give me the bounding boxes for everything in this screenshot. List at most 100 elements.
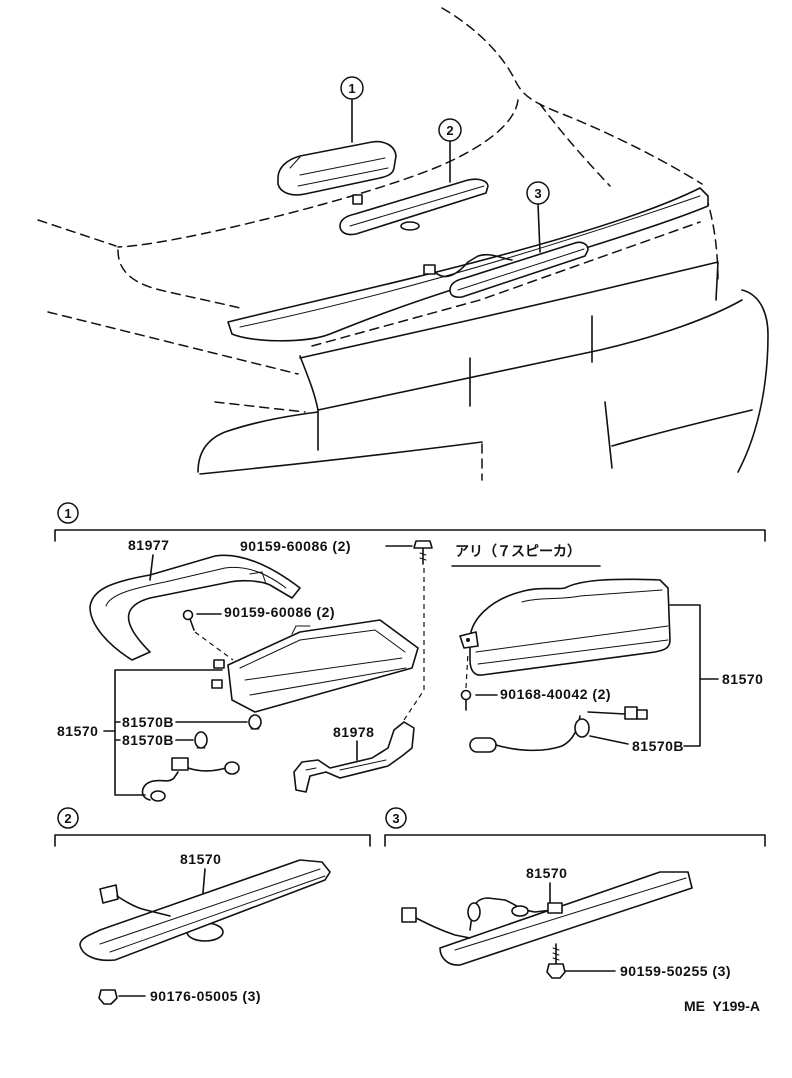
label-socket-right: 81570B bbox=[632, 738, 684, 754]
lamp-bracket bbox=[293, 721, 415, 793]
lamp-housing-right bbox=[459, 578, 671, 676]
lamp-housing-left bbox=[211, 619, 419, 713]
section-2-lamp-lens-upper bbox=[99, 868, 321, 945]
screw-upper-head bbox=[413, 540, 433, 549]
screw-lower bbox=[182, 609, 195, 631]
bolt-head-icon bbox=[546, 963, 566, 979]
c-pillar-line bbox=[539, 103, 611, 187]
section-2-harness bbox=[116, 895, 171, 917]
callout-number-2: 2 bbox=[446, 123, 453, 138]
section-2-circle bbox=[57, 807, 79, 829]
section-3-circle bbox=[385, 807, 407, 829]
lamp-housing-left-rib bbox=[291, 625, 311, 635]
bulb-left-lower bbox=[194, 731, 208, 749]
label-socket-left-upper: 81570B bbox=[122, 714, 174, 730]
lamp-type-3-lens-line bbox=[457, 248, 585, 291]
lamp-type-3-harness bbox=[434, 253, 513, 278]
section-3-bolt bbox=[546, 943, 566, 979]
lamp-housing-left-rim bbox=[239, 629, 406, 669]
lamp-type-1-housing bbox=[277, 140, 397, 196]
harness-right-connector-b bbox=[636, 709, 648, 720]
section-3-frame bbox=[384, 834, 766, 847]
overview-lamp-type-1 bbox=[277, 140, 397, 205]
section-2-lamp-lens-lower bbox=[109, 875, 326, 953]
harness-right-connector-a bbox=[624, 706, 638, 720]
screw-upper bbox=[413, 540, 433, 565]
harness-left-socket-2 bbox=[150, 790, 166, 802]
screw-right-install-line bbox=[465, 651, 469, 689]
label-lamp-assy-right: 81570 bbox=[722, 671, 763, 687]
label-section-2-lamp-assy: 81570 bbox=[180, 851, 221, 867]
harness-right-socket bbox=[574, 718, 590, 738]
lamp-type-1-lens-upper bbox=[299, 157, 386, 176]
label-cover: 81977 bbox=[128, 537, 169, 553]
lamp-type-1-lens-lower bbox=[297, 167, 389, 187]
rear-bumper-corner bbox=[737, 289, 769, 473]
screw-upper-thread bbox=[419, 552, 427, 561]
trunk-left-edge bbox=[299, 355, 319, 451]
harness-left-connector bbox=[171, 757, 189, 771]
section-1-circle bbox=[57, 502, 79, 524]
bulb-left-lower-glass bbox=[194, 731, 208, 749]
overview-lamp-type-2 bbox=[339, 178, 489, 236]
leader-socket-right bbox=[589, 735, 629, 745]
section-3-lamp-assy bbox=[401, 871, 693, 966]
section-3: 3 81570 90159-50255 (3) bbox=[384, 807, 766, 979]
trunk-panel-top-edge bbox=[299, 261, 719, 359]
bracket-lamp-assy-right bbox=[669, 604, 701, 747]
lamp-type-1-clip bbox=[352, 194, 363, 205]
label-lamp-assy-left: 81570 bbox=[57, 723, 98, 739]
bulb-right-glass bbox=[469, 737, 497, 753]
label-screw-lower: 90159-60086 (2) bbox=[224, 604, 335, 620]
section-2-lamp-assy bbox=[79, 859, 331, 962]
harness-left-wire bbox=[141, 767, 227, 801]
screw-upper-install-line bbox=[403, 568, 425, 721]
leader-cover bbox=[149, 554, 154, 581]
variant-note: アリ（７スピーカ） bbox=[455, 544, 581, 560]
bulb-left-upper bbox=[248, 714, 262, 730]
callout-number-1: 1 bbox=[348, 81, 355, 96]
harness-right-wire bbox=[495, 711, 626, 752]
bulb-left-upper-glass bbox=[248, 714, 262, 730]
screw-lower-head bbox=[182, 609, 194, 621]
section-3-socket-b bbox=[511, 905, 529, 917]
lamp-cover-inner-edge bbox=[105, 566, 287, 607]
right-quarter-line bbox=[705, 195, 719, 283]
section-3-number: 3 bbox=[392, 811, 399, 826]
screw-lower-shaft bbox=[189, 618, 195, 631]
section-2-connector bbox=[99, 884, 119, 904]
section-1-number: 1 bbox=[64, 506, 71, 521]
vehicle-rear-outline bbox=[37, 7, 769, 481]
lamp-housing-right-body bbox=[469, 578, 671, 676]
screw-lower-install-line bbox=[194, 631, 234, 661]
rear-bumper-top bbox=[197, 411, 319, 473]
lamp-cover-tab bbox=[249, 571, 267, 585]
label-section-2-nut: 90176-05005 (3) bbox=[150, 988, 261, 1004]
section-3-lamp-lens-line bbox=[454, 877, 687, 951]
quarter-panel-line bbox=[47, 311, 299, 375]
label-screw-right: 90168-40042 (2) bbox=[500, 686, 611, 702]
lamp-type-3-connector bbox=[423, 264, 436, 275]
bracket-lamp-assy-left bbox=[114, 669, 223, 796]
harness-right bbox=[469, 706, 648, 753]
section-2: 2 81570 90176-05005 (3) bbox=[54, 807, 371, 1005]
rear-bumper-bottom bbox=[199, 441, 483, 475]
lamp-housing-right-lens-lower bbox=[477, 639, 669, 665]
lamp-type-1-rim bbox=[289, 156, 301, 169]
label-bracket: 81978 bbox=[333, 724, 374, 740]
screw-right-head bbox=[460, 689, 472, 701]
lamp-housing-left-lens-upper bbox=[244, 657, 403, 681]
overview-lamp-type-3 bbox=[423, 241, 589, 299]
trunk-lid-left-edge bbox=[117, 249, 241, 309]
section-2-lamp-bar bbox=[79, 859, 331, 962]
lamp-housing-right-top-line bbox=[521, 589, 663, 603]
section-2-frame bbox=[54, 834, 371, 847]
lamp-housing-left-tab-upper bbox=[213, 659, 225, 669]
label-socket-left-lower: 81570B bbox=[122, 732, 174, 748]
lamp-housing-right-lens-upper bbox=[475, 625, 669, 653]
lamp-bracket-body bbox=[293, 721, 415, 793]
lamp-type-2-lens-line bbox=[349, 185, 485, 227]
rear-spoiler bbox=[227, 187, 709, 342]
